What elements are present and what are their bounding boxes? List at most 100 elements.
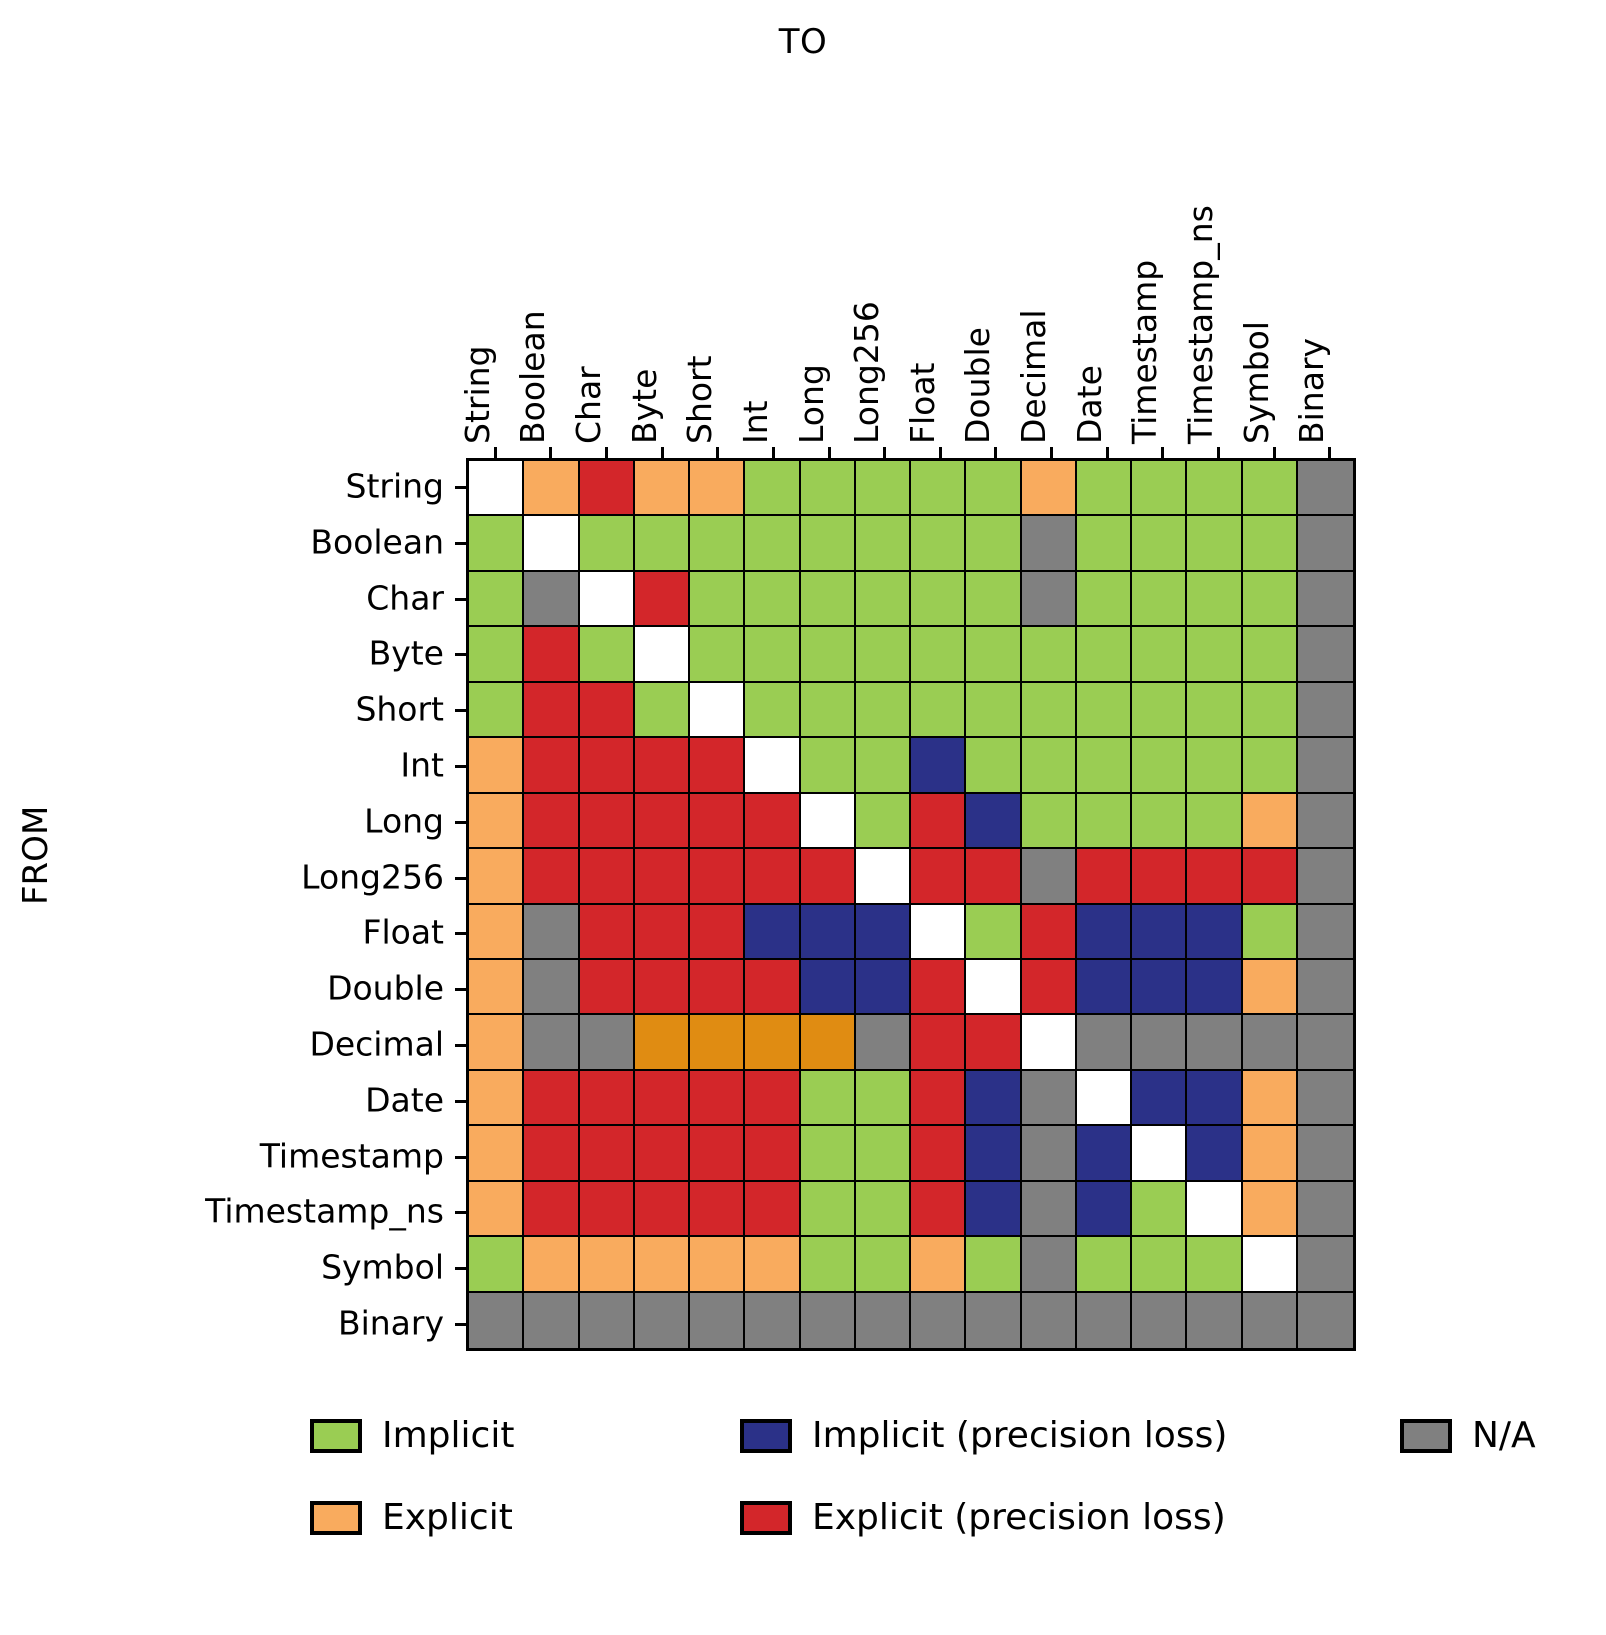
heatmap-cell [800, 1181, 856, 1238]
heatmap-cell [911, 682, 967, 739]
heatmap-cell [855, 959, 911, 1016]
heatmap-cell [1076, 682, 1132, 739]
heatmap-cell [690, 627, 746, 683]
heatmap-cell [966, 1015, 1022, 1071]
y-axis-tick-mark [455, 1155, 466, 1159]
heatmap-cell [690, 1015, 746, 1071]
heatmap-cell [690, 1126, 746, 1182]
heatmap-cell [855, 1126, 911, 1182]
heatmap-cell [1242, 1015, 1298, 1071]
heatmap-cell [690, 1292, 746, 1348]
heatmap-cell [524, 627, 580, 683]
x-axis-tick-label: Timestamp_ns [1180, 205, 1220, 444]
heatmap-cell [1021, 1181, 1077, 1238]
heatmap-cell [1076, 1181, 1132, 1238]
heatmap-cell [1187, 1015, 1243, 1071]
heatmap-cell [1242, 849, 1298, 905]
heatmap-cell [745, 516, 801, 572]
heatmap-cell [1297, 516, 1353, 572]
legend-item: Explicit (precision loss) [740, 1500, 1226, 1536]
heatmap-cell [524, 959, 580, 1016]
y-axis-tick-label: Double [327, 968, 444, 1008]
heatmap-cell [855, 1070, 911, 1127]
x-axis-tick-label: Char [569, 366, 609, 444]
heatmap-cell [690, 849, 746, 905]
heatmap-cell [579, 904, 635, 960]
y-axis-tick-label: Timestamp [259, 1136, 444, 1176]
heatmap-cell [966, 793, 1022, 850]
heatmap-cell [800, 682, 856, 739]
heatmap-cell [800, 904, 856, 960]
heatmap-cell [911, 516, 967, 572]
heatmap-cell [579, 738, 635, 794]
heatmap-cell [469, 1292, 525, 1348]
heatmap-cell [966, 904, 1022, 960]
y-axis-tick-label: Long256 [301, 857, 444, 897]
heatmap-cell [690, 1237, 746, 1293]
y-axis-tick-mark [455, 932, 466, 936]
heatmap-cell [1242, 959, 1298, 1016]
heatmap-cell [634, 1181, 690, 1238]
heatmap-cell [469, 793, 525, 850]
heatmap-cell [1076, 1070, 1132, 1127]
heatmap-cell [745, 682, 801, 739]
heatmap-cell [745, 571, 801, 628]
heatmap-cell [911, 738, 967, 794]
heatmap-cell [966, 461, 1022, 517]
heatmap-cell [745, 461, 801, 517]
heatmap-cell [800, 516, 856, 572]
heatmap-cell [855, 904, 911, 960]
heatmap-cell [1187, 627, 1243, 683]
heatmap-cell [911, 461, 967, 517]
heatmap-cell [745, 1015, 801, 1071]
y-axis-tick-mark [455, 1211, 466, 1215]
heatmap-cell [855, 1292, 911, 1348]
heatmap-cell [911, 1292, 967, 1348]
heatmap-cell [579, 1237, 635, 1293]
legend-item: Explicit [310, 1500, 513, 1536]
legend-label: N/A [1472, 1415, 1536, 1456]
heatmap-cell [469, 849, 525, 905]
heatmap-cell [1187, 904, 1243, 960]
heatmap-cell [800, 738, 856, 794]
heatmap-cell [1132, 1237, 1188, 1293]
heatmap-cell [469, 1237, 525, 1293]
heatmap-cell [1021, 627, 1077, 683]
heatmap-cell [1297, 1126, 1353, 1182]
heatmap-cell [1076, 738, 1132, 794]
heatmap-cell [966, 1181, 1022, 1238]
y-axis-tick-label: String [345, 466, 444, 506]
y-axis-tick-mark [455, 597, 466, 601]
legend-swatch [1400, 1419, 1452, 1453]
heatmap-cell [1187, 738, 1243, 794]
heatmap-cell [800, 1126, 856, 1182]
x-axis-tick-label: String [457, 345, 497, 444]
heatmap-cell [469, 1015, 525, 1071]
heatmap-cell [634, 461, 690, 517]
heatmap-cell [911, 904, 967, 960]
heatmap-cell [579, 1015, 635, 1071]
heatmap-cell [1187, 461, 1243, 517]
heatmap-cell [1076, 1015, 1132, 1071]
heatmap-cell [966, 516, 1022, 572]
heatmap-cell [634, 571, 690, 628]
y-axis-tick-mark [455, 876, 466, 880]
heatmap-cell [911, 793, 967, 850]
heatmap-cell [911, 1237, 967, 1293]
legend-label: Implicit [382, 1415, 515, 1456]
y-axis-tick-mark [455, 820, 466, 824]
y-axis-tick-label: Date [365, 1080, 444, 1120]
y-axis-tick-mark [455, 1099, 466, 1103]
heatmap-cell [469, 627, 525, 683]
y-axis-tick-label: Symbol [321, 1247, 444, 1287]
heatmap-grid [466, 458, 1356, 1351]
heatmap-cell [1076, 1237, 1132, 1293]
y-axis-tick-mark [455, 485, 466, 489]
heatmap-cell [1021, 959, 1077, 1016]
heatmap-cell [1297, 1070, 1353, 1127]
legend-item: Implicit [310, 1418, 514, 1454]
x-axis-tick-mark [1050, 447, 1054, 458]
heatmap-cell [745, 959, 801, 1016]
heatmap-cell [1297, 738, 1353, 794]
heatmap-cell [855, 793, 911, 850]
